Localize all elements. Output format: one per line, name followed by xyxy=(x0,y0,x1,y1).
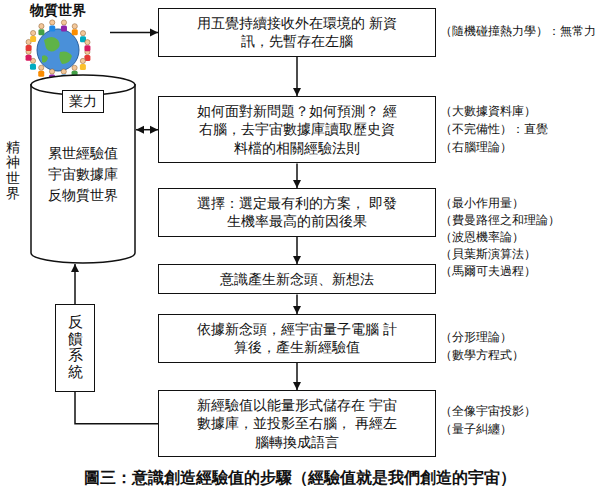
arrow-head xyxy=(293,306,301,314)
process-box: 如何面對新問題？如何預測？ 經右腦，去宇宙數據庫讀取歷史資料檔的相關經驗法則 xyxy=(158,96,436,163)
node-text: 反物質世界 xyxy=(30,185,136,206)
arrow-head xyxy=(150,28,158,36)
connector xyxy=(71,264,79,304)
child-head xyxy=(39,24,44,29)
node-text: 選擇：選定最有利的方案， 即發生機率最高的前因後果 xyxy=(195,194,399,231)
child-body xyxy=(61,25,67,31)
node-text: 意識產生新念頭、新想法 xyxy=(195,270,399,288)
feedback-box: 反饋系統 xyxy=(55,304,95,392)
child-body xyxy=(38,71,44,77)
connector xyxy=(293,57,301,96)
arrow-head xyxy=(293,256,301,264)
theory-label: （費曼路徑之和理論） xyxy=(440,213,560,227)
theory-label: （貝葉斯演算法） xyxy=(440,247,536,261)
theory-label: （右腦理論） xyxy=(440,140,512,154)
process-box: 依據新念頭，經宇宙量子電腦 計算後，產生新經驗值 xyxy=(158,314,436,363)
child-body xyxy=(49,25,55,31)
child-head xyxy=(72,24,77,29)
connector-line xyxy=(75,392,158,424)
arrow-head xyxy=(150,126,158,134)
globe-land xyxy=(44,37,60,52)
child-body xyxy=(80,64,86,70)
child-body xyxy=(30,36,36,42)
theory-label: （全像宇宙投影） xyxy=(440,404,536,418)
globe-land xyxy=(42,55,48,62)
child-head xyxy=(80,31,85,36)
globe-land xyxy=(59,52,72,65)
node-text: 用五覺持續接收外在環境的 新資訊，先暫存在左腦 xyxy=(195,14,399,51)
theory-label: （量子糾纏） xyxy=(440,422,512,436)
arrow-head xyxy=(71,264,79,272)
theory-label: （隨機碰撞熱力學）：無常力 xyxy=(440,24,596,38)
theory-label: （不完備性）：直覺 xyxy=(440,122,548,136)
node-text: 反饋系統 xyxy=(68,314,83,380)
connector xyxy=(293,237,301,264)
child-head xyxy=(39,65,44,70)
arrow-head xyxy=(136,126,144,134)
connector xyxy=(293,163,301,188)
connector xyxy=(293,294,301,314)
theory-label: （波恩機率論） xyxy=(440,230,524,244)
child-head xyxy=(61,69,66,74)
child-head xyxy=(72,65,77,70)
child-head xyxy=(31,30,36,35)
arrow-head xyxy=(293,88,301,96)
karma-frame: 業力 xyxy=(30,90,136,113)
process-box: 意識產生新念頭、新想法 xyxy=(158,264,436,294)
node-text: 新經驗值以能量形式儲存在 宇宙數據庫，並投影至右腦， 再經左腦轉換成語言 xyxy=(195,396,399,451)
child-body xyxy=(30,64,36,70)
connector xyxy=(75,392,158,424)
cylinder-body xyxy=(31,84,135,263)
child-body xyxy=(26,55,32,61)
node-text: 物質世界 xyxy=(6,2,110,19)
node-text: 如何面對新問題？如何預測？ 經右腦，去宇宙數據庫讀取歷史資料檔的相關經驗法則 xyxy=(195,102,399,157)
process-box: 新經驗值以能量形式儲存在 宇宙數據庫，並投影至右腦， 再經左腦轉換成語言 xyxy=(158,390,436,457)
theory-label: （最小作用量） xyxy=(440,196,524,210)
connector xyxy=(110,28,158,36)
node-text: 依據新念頭，經宇宙量子電腦 計算後，產生新經驗值 xyxy=(195,320,399,357)
database-cylinder: 業力累世經驗值宇宙數據庫反物質世界 xyxy=(30,74,136,264)
child-body xyxy=(72,29,78,35)
arrow-head xyxy=(293,180,301,188)
theory-label: （馬爾可夫過程） xyxy=(440,264,536,278)
child-head xyxy=(50,20,55,25)
theory-label: （大數據資料庫） xyxy=(440,104,536,118)
figure-caption: 圖三：意識創造經驗值的步驟（經驗值就是我們創造的宇宙） xyxy=(0,468,600,487)
globe-ocean xyxy=(37,29,79,71)
child-body xyxy=(26,45,32,51)
theory-label: （數學方程式） xyxy=(440,348,524,362)
child-head xyxy=(49,69,54,74)
arrow-head xyxy=(293,382,301,390)
child-head xyxy=(61,20,66,25)
globe-node: 物質世界 xyxy=(6,2,110,78)
process-box: 選擇：選定最有利的方案， 即發生機率最高的前因後果 xyxy=(158,188,436,237)
connector xyxy=(136,126,158,134)
node-text: 累世經驗值 xyxy=(30,143,136,164)
connector xyxy=(293,363,301,390)
child-body xyxy=(38,29,44,35)
theory-label: （分形理論） xyxy=(440,330,512,344)
process-box: 用五覺持續接收外在環境的 新資訊，先暫存在左腦 xyxy=(158,8,436,57)
child-body xyxy=(84,45,90,51)
child-head xyxy=(80,58,85,63)
node-text: 業力 xyxy=(62,90,104,113)
side-vertical-label: 精神世界 xyxy=(6,140,20,202)
child-head xyxy=(85,40,90,45)
node-text: 宇宙數據庫 xyxy=(30,164,136,185)
